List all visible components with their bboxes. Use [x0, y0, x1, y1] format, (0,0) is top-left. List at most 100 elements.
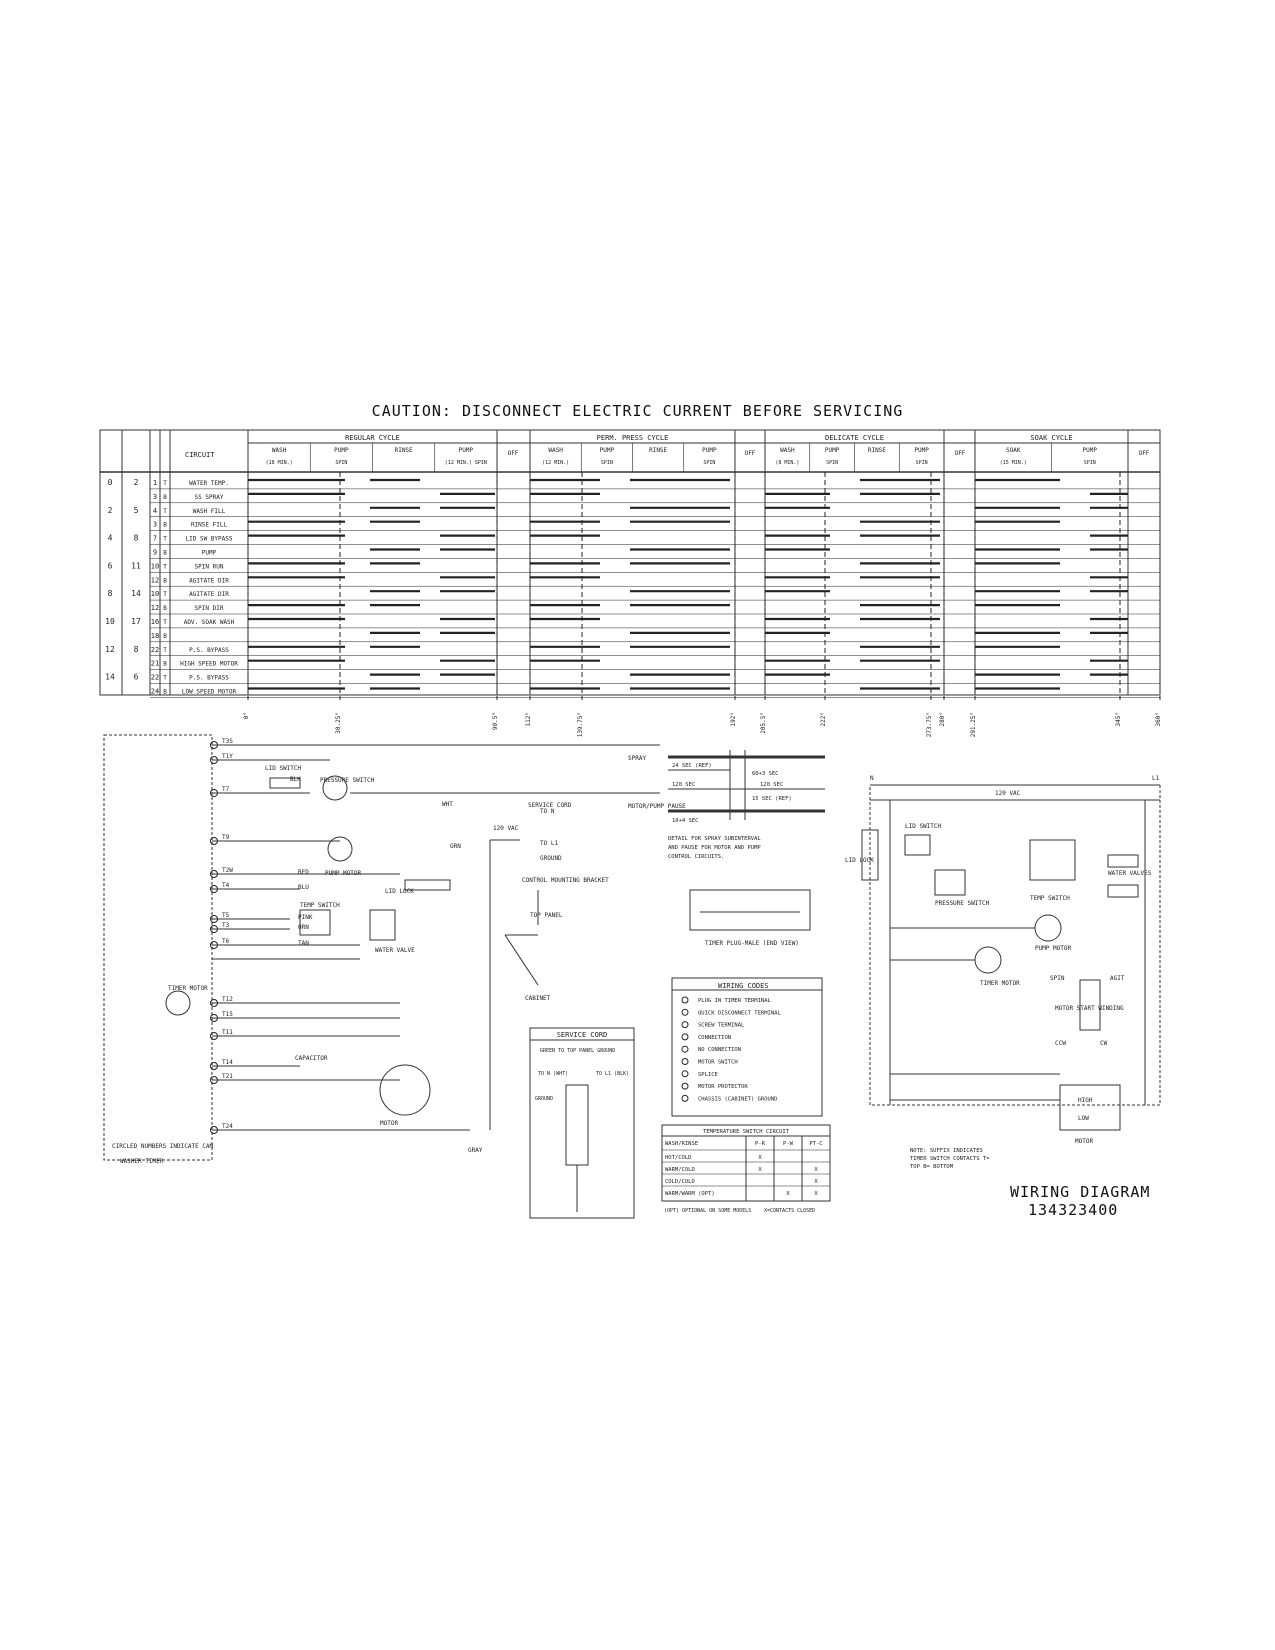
- plug-terminal-icon: [210, 837, 218, 845]
- timer-schematic-label: CONTROL MOUNTING BRACKET: [522, 877, 609, 884]
- ladder-label: TIMER MOTOR: [980, 980, 1020, 987]
- chart-contact-number: 12: [151, 576, 159, 584]
- wiring-code-symbol-icon: [681, 1094, 689, 1102]
- timer-schematic-label: WHT: [442, 801, 453, 808]
- plug-terminal-icon: [210, 915, 218, 923]
- chart-cam-number: 6: [108, 561, 113, 570]
- ladder-label: LID LOCK: [845, 857, 874, 864]
- chart-cam-number: 0: [108, 478, 113, 487]
- ladder-label: MOTOR START WINDING: [1055, 1005, 1124, 1012]
- temp-table-cell: X: [758, 1167, 762, 1173]
- cycle-step: PUMP: [825, 447, 840, 454]
- timer-terminal-label: T7: [222, 786, 230, 793]
- timer-terminal-label: T11: [222, 1029, 233, 1036]
- chart-circuit-name: P.S. BYPASS: [189, 675, 229, 682]
- plug-terminal-icon: [210, 1014, 218, 1022]
- ladder-diagram: [861, 784, 1161, 1131]
- spray-time: 24 SEC (REF): [672, 763, 712, 769]
- cycle-step-note: (12 MIN.): [542, 460, 569, 466]
- chart-contact-number: 4: [153, 507, 157, 515]
- temp-table-column-header: P-W: [783, 1141, 794, 1147]
- timer-to-n: TO N: [540, 808, 555, 815]
- circuit-header: CIRCUIT: [185, 451, 215, 459]
- chart-contact-number: 18: [151, 632, 159, 640]
- timer-terminal-label: T14: [222, 1059, 233, 1066]
- chart-circuit-name: LOW SPEED MOTOR: [182, 689, 237, 696]
- timer-terminal-label: T9: [222, 834, 230, 841]
- chart-top-bottom: B: [163, 522, 167, 529]
- wiring-code-item: QUICK DISCONNECT TERMINAL: [698, 1010, 781, 1016]
- chart-cam-number: 4: [108, 534, 113, 543]
- wiring-codes-list: PLUG IN TIMER TERMINAL QUICK DISCONNECT T…: [681, 996, 781, 1102]
- temp-table-cell: WARM/WARM (OPT): [665, 1191, 715, 1197]
- plug-terminal-icon: [210, 999, 218, 1007]
- wiring-code-symbol-icon: [681, 1045, 689, 1053]
- chart-contact-number: 7: [153, 535, 157, 543]
- temp-table-column-header: PT-C: [809, 1141, 822, 1147]
- chart-circuit-name: SS SPRAY: [195, 494, 224, 501]
- temp-table-cell: X: [814, 1191, 818, 1197]
- plug-terminal-icon: [210, 1126, 218, 1134]
- chart-terminal-number: 5: [134, 506, 139, 515]
- timer-terminal-label: T15: [222, 1011, 233, 1018]
- chart-cam-number: 10: [105, 617, 115, 626]
- service-cord-label: GREEN TO TOP PANEL GROUND: [540, 1048, 615, 1054]
- timer-ground: GROUND: [540, 855, 562, 862]
- timer-terminal-label: T5: [222, 912, 230, 919]
- chart-contact-number: 10: [151, 590, 159, 598]
- ladder-label: PUMP MOTOR: [1035, 945, 1072, 952]
- chart-top-bottom: B: [163, 577, 167, 584]
- timer-terminal-label: T4: [222, 882, 230, 889]
- chart-circuit-name: LID SW BYPASS: [186, 536, 233, 543]
- diagram-part-number: 134323400: [1028, 1201, 1119, 1219]
- spray-label: SPRAY: [628, 755, 646, 762]
- cycle-step-note: (12 MIN.) SPIN: [445, 460, 487, 466]
- service-cord-label: TO N (WHT): [538, 1071, 568, 1077]
- cycle-step: WASH: [272, 447, 287, 454]
- timer-terminal-label: T12: [222, 996, 233, 1003]
- ladder-label: AGIT: [1110, 975, 1125, 982]
- cycle-step-note: (18 MIN.): [266, 460, 293, 466]
- wiring-code-item: MOTOR SWITCH: [698, 1060, 738, 1066]
- chart-contact-number: 22: [151, 646, 159, 654]
- timer-schematic-label: CIRCLED NUMBERS INDICATE CAM: [112, 1143, 214, 1150]
- wiring-code-symbol-icon: [681, 1082, 689, 1090]
- plug-terminal-icon: [210, 1032, 218, 1040]
- cycle-step: PUMP: [459, 447, 474, 454]
- cycle-step-note: SPIN: [703, 460, 715, 466]
- cycle-step-note: (15 MIN.): [1000, 460, 1027, 466]
- chart-top-bottom: T: [163, 563, 167, 570]
- temp-table-cell: COLD/COLD: [665, 1179, 695, 1185]
- degree-tick-label: 291.25°: [970, 712, 977, 737]
- wiring-code-item: NO CONNECTION: [698, 1047, 741, 1053]
- ladder-label: WATER VALVES: [1108, 870, 1152, 877]
- ladder-n: N: [870, 775, 874, 782]
- timer-schematic-label: PUMP MOTOR: [325, 870, 362, 877]
- ladder-note-line: TIMER SWITCH CONTACTS T=: [910, 1156, 990, 1162]
- cycle-name: DELICATE CYCLE: [825, 434, 884, 442]
- chart-circuit-name: AGITATE DIR: [189, 591, 229, 598]
- degree-tick-label: 192°: [730, 712, 737, 726]
- cycle-step: RINSE: [649, 447, 667, 454]
- temp-table-cell: X: [814, 1179, 818, 1185]
- chart-top-bottom: T: [163, 480, 167, 487]
- temp-table-column-header: P-R: [755, 1141, 766, 1147]
- timer-schematic-label: MOTOR: [380, 1120, 398, 1127]
- chart-circuit-name: SPIN RUN: [195, 563, 224, 570]
- off-col-2: OFF: [745, 450, 756, 457]
- off-col-1: OFF: [508, 450, 519, 457]
- ladder-label: PRESSURE SWITCH: [935, 900, 990, 907]
- ladder-voltage: 120 VAC: [995, 790, 1021, 797]
- temp-table-title: TEMPERATURE SWITCH CIRCUIT: [703, 1129, 790, 1135]
- wiring-code-item: PLUG IN TIMER TERMINAL: [698, 998, 772, 1004]
- wiring-code-symbol-icon: [681, 1033, 689, 1041]
- wiring-code-symbol-icon: [681, 996, 689, 1004]
- degree-tick-label: 222°: [820, 712, 827, 726]
- chart-contact-number: 24: [151, 688, 159, 696]
- chart-top-bottom: T: [163, 675, 167, 682]
- chart-contact-number: 3: [153, 493, 157, 501]
- timer-schematic-label: TOP PANEL: [530, 912, 563, 919]
- ladder-note-line: TOP B= BOTTOM: [910, 1164, 954, 1170]
- plug-terminal-icon: [210, 885, 218, 893]
